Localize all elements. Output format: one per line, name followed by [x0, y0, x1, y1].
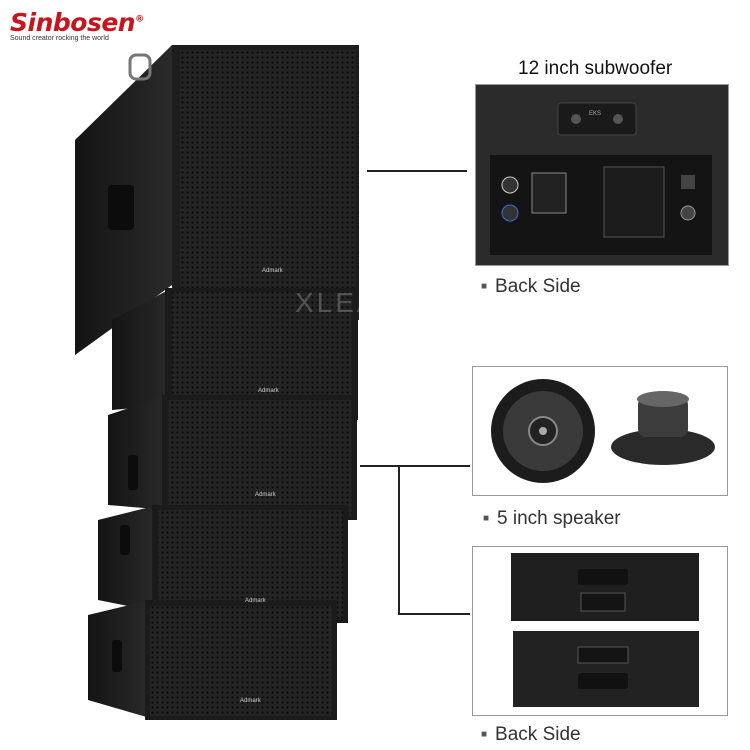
brand-name: Sinbosen®: [10, 8, 144, 37]
cabinet-logo-5: Admark: [240, 698, 262, 704]
top-back-photo: [472, 546, 728, 716]
speaker-driver-photo: [472, 366, 728, 496]
top-cabinet-4: [88, 600, 337, 720]
cabinet-logo-1: Admark: [262, 268, 284, 274]
subwoofer-back-photo: EKS: [475, 84, 729, 266]
registered-mark: ®: [135, 14, 144, 25]
cabinet-logo-2: Admark: [258, 388, 280, 394]
callout-lines: [360, 170, 470, 615]
subwoofer-title: 12 inch subwoofer: [518, 58, 673, 79]
top-cabinet-2: [108, 395, 357, 520]
bullet-icon: ■: [481, 729, 488, 741]
top-back-caption: ■Back Side: [481, 724, 581, 745]
cabinet-logo-4: Admark: [245, 598, 267, 604]
bullet-icon: ■: [481, 281, 488, 293]
speaker-caption: ■5 inch speaker: [483, 508, 621, 529]
cabinet-logo-3: Admark: [255, 492, 277, 498]
subwoofer-cabinet: [75, 45, 359, 355]
input-panel-label: EKS: [589, 111, 601, 117]
brand-tagline: Sound creator rocking the world: [10, 35, 109, 42]
bullet-icon: ■: [483, 513, 490, 525]
subwoofer-caption: ■Back Side: [481, 276, 581, 297]
rigging-hook-icon: [128, 53, 152, 81]
brand-logo: Sinbosen® Sound creator rocking the worl…: [10, 8, 144, 42]
watermark: XLEAUDIO: [295, 287, 461, 318]
